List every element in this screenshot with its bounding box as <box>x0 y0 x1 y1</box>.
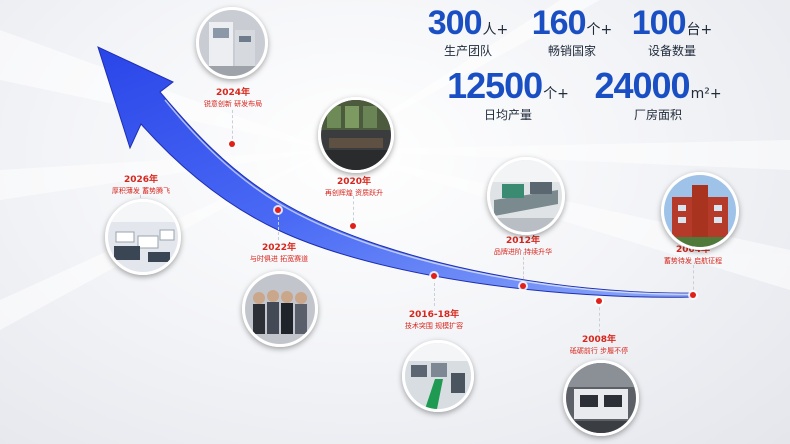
stat-unit: 人+ <box>482 22 509 38</box>
stat-daily-output: 12500个+ 日均产量 <box>438 68 578 123</box>
stat-countries: 160个+ 畅销国家 <box>522 6 622 59</box>
milestone-year: 2012年 <box>505 236 541 246</box>
stat-unit: 个+ <box>543 86 569 102</box>
photo-team-group <box>242 271 318 347</box>
stat-equipment: 100台+ 设备数量 <box>622 6 722 59</box>
milestone-year: 2020年 <box>336 177 372 187</box>
connector-line <box>232 110 233 144</box>
connector-line <box>434 278 435 306</box>
stat-number: 12500 <box>447 65 543 106</box>
photo-facility-room <box>318 97 394 173</box>
photo-production-line <box>487 157 565 235</box>
milestone-text: 厚积薄发 蓄势腾飞 <box>111 187 171 195</box>
milestone-text: 蓄势待发 启航征程 <box>663 257 723 265</box>
milestone-2022: 2022年 与时俱进 拓宽赛道 <box>242 240 316 264</box>
milestone-2004: 2004年 蓄势待发 启航征程 <box>656 242 730 266</box>
stat-label: 生产团队 <box>443 44 492 58</box>
arrow-highlight <box>164 99 695 295</box>
stat-unit: m²+ <box>690 86 722 102</box>
milestone-dot <box>229 141 235 147</box>
milestone-year: 2004年 <box>675 245 711 255</box>
stat-unit: 台+ <box>686 22 713 38</box>
stat-unit: 个+ <box>586 22 613 38</box>
milestone-2016-18: 2016-18年 技术突围 规模扩容 <box>397 307 471 331</box>
milestone-text: 再创辉煌 资质跃升 <box>324 189 384 197</box>
photo-printing-machine <box>563 360 639 436</box>
stat-label: 日均产量 <box>483 108 532 122</box>
milestone-text: 技术突围 规模扩容 <box>404 322 464 330</box>
milestone-dot <box>520 283 526 289</box>
stat-factory-area: 24000m²+ 厂房面积 <box>588 68 728 123</box>
connector-line <box>599 302 600 332</box>
milestone-2026: 2026年 厚积薄发 蓄势腾飞 <box>104 172 178 196</box>
milestone-dot <box>596 298 602 304</box>
photo-office-desks <box>105 199 181 275</box>
milestone-text: 与时俱进 拓宽赛道 <box>249 255 309 263</box>
milestone-text: 砥砺前行 步履不停 <box>569 347 629 355</box>
milestone-2020: 2020年 再创辉煌 资质跃升 <box>317 174 391 198</box>
milestone-year: 2024年 <box>215 88 251 98</box>
connector-line <box>693 265 694 295</box>
milestone-year: 2026年 <box>123 175 159 185</box>
milestone-2008: 2008年 砥砺前行 步履不停 <box>562 332 636 356</box>
milestone-dot <box>431 273 437 279</box>
photo-workshop-line <box>402 340 474 412</box>
milestone-dot <box>690 292 696 298</box>
milestone-text: 品牌进阶 持续升华 <box>493 248 553 256</box>
connector-line <box>353 196 354 226</box>
stat-number: 100 <box>631 4 687 42</box>
connector-line <box>523 252 524 284</box>
stat-number: 300 <box>427 4 483 42</box>
arrow-body <box>97 46 695 298</box>
milestone-year: 2016-18年 <box>408 310 460 320</box>
stat-label: 设备数量 <box>647 44 696 58</box>
stat-production-team: 300人+ 生产团队 <box>418 6 518 59</box>
stat-number: 160 <box>531 4 587 42</box>
milestone-text: 锐意创新 研发布局 <box>203 100 263 108</box>
connector-line <box>278 212 279 240</box>
milestone-year: 2008年 <box>581 335 617 345</box>
stat-number: 24000 <box>594 65 690 106</box>
milestone-2024: 2024年 锐意创新 研发布局 <box>196 85 270 109</box>
milestone-dot <box>350 223 356 229</box>
milestone-2012: 2012年 品牌进阶 持续升华 <box>486 233 560 257</box>
stat-label: 厂房面积 <box>633 108 682 122</box>
photo-company-building <box>661 172 739 250</box>
photo-factory-machine <box>196 7 268 79</box>
milestone-dot <box>275 207 281 213</box>
stat-label: 畅销国家 <box>547 44 596 58</box>
milestone-year: 2022年 <box>261 243 297 253</box>
